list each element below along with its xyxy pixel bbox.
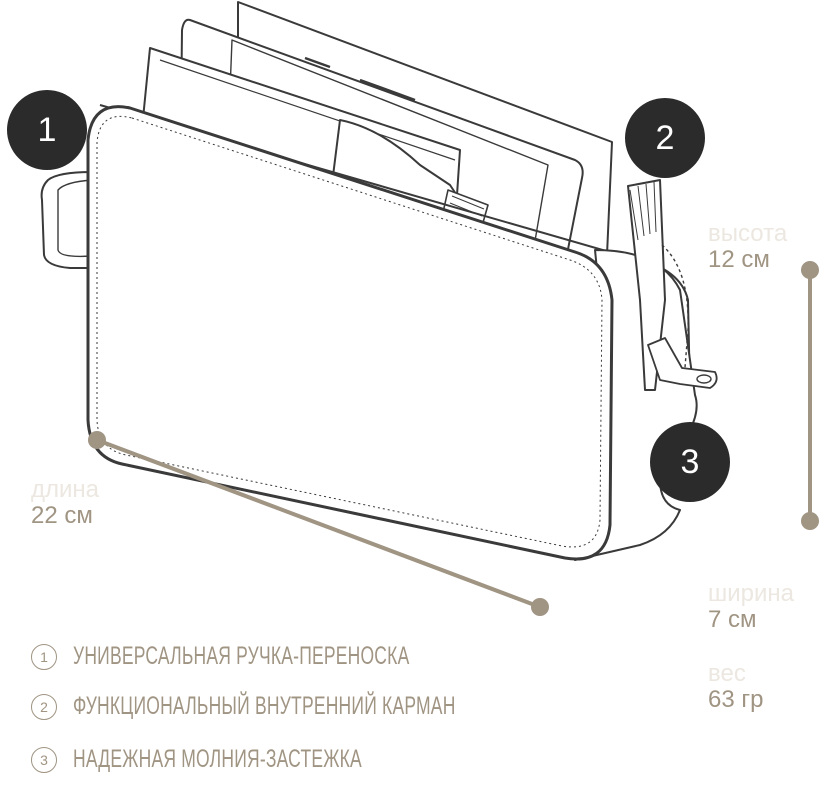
feature-text: НАДЕЖНАЯ МОЛНИЯ-ЗАСТЕЖКА [73, 745, 362, 773]
dimension-weight-label: вес [708, 660, 746, 687]
feature-text: ФУНКЦИОНАЛЬНЫЙ ВНУТРЕННИЙ КАРМАН [73, 692, 456, 720]
dimension-weight-value: 63 гр [708, 686, 764, 713]
dimension-length-label: длина [31, 476, 100, 503]
dimension-weight: вес 63 гр [708, 662, 763, 712]
dimension-width: ширина 7 см [708, 582, 794, 632]
dimension-length-value: 22 см [31, 502, 93, 529]
feature-item-zipper: 3 НАДЕЖНАЯ МОЛНИЯ-ЗАСТЕЖКА [31, 745, 486, 774]
feature-item-pocket: 2 ФУНКЦИОНАЛЬНЫЙ ВНУТРЕННИЙ КАРМАН [31, 692, 620, 721]
dimension-width-label: ширина [708, 580, 795, 607]
badge-handle: 1 [7, 90, 87, 170]
feature-text: УНИВЕРСАЛЬНАЯ РУЧКА-ПЕРЕНОСКА [73, 642, 410, 670]
dimension-height-label: высота [708, 220, 788, 247]
dimension-height-value: 12 см [708, 246, 770, 273]
feature-number: 1 [31, 643, 57, 670]
dimension-height: высота 12 см [708, 222, 787, 272]
dimension-width-value: 7 см [708, 606, 757, 633]
feature-number: 3 [31, 746, 57, 773]
feature-number: 2 [31, 693, 57, 720]
dimension-length: длина 22 см [31, 478, 99, 528]
badge-zipper: 3 [650, 422, 730, 502]
feature-item-handle: 1 УНИВЕРСАЛЬНАЯ РУЧКА-ПЕРЕНОСКА [31, 642, 554, 671]
badge-pocket: 2 [625, 98, 705, 178]
